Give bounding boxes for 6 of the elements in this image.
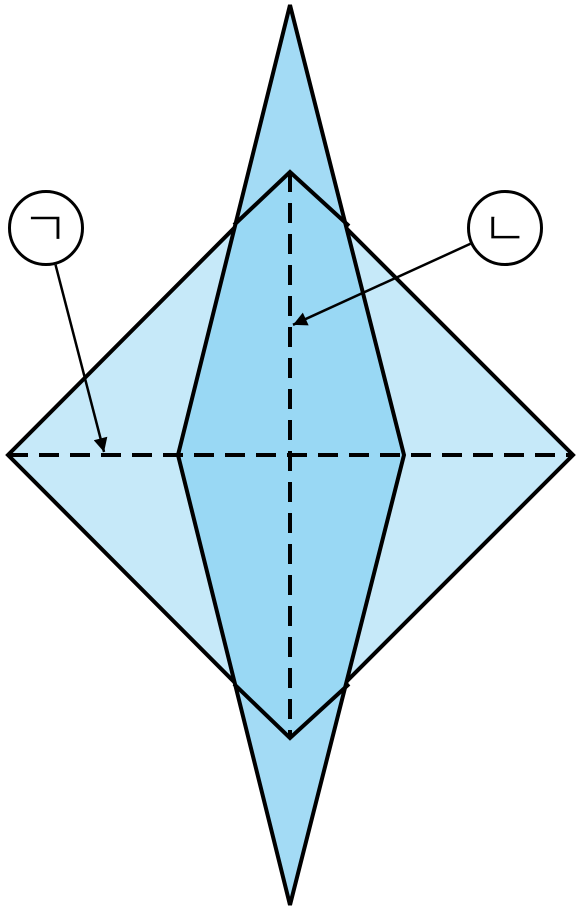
label-circle: ㄴ [467, 190, 543, 266]
leader-line [292, 242, 471, 326]
fold-line [287, 172, 293, 738]
label-circle: ㄱ [8, 190, 84, 266]
fold-line [8, 452, 573, 458]
leader-line [54, 264, 108, 452]
